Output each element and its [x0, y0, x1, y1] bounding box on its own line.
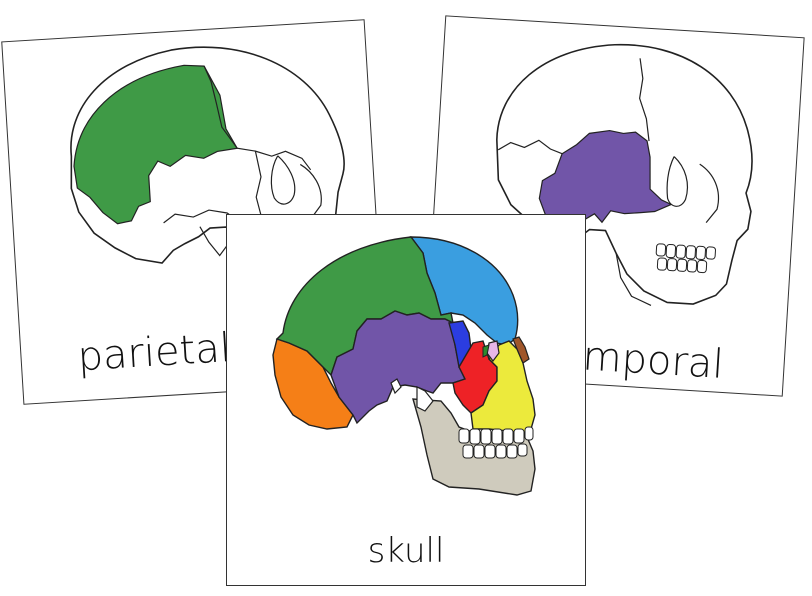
skull-colored-illustration: [272, 236, 536, 496]
skull-parietal-illustration: [70, 46, 345, 264]
upper-teeth: [458, 426, 534, 445]
lower-teeth: [462, 443, 528, 459]
ethmoid-bone: [482, 344, 490, 358]
parietal-card: parietal: [1, 19, 387, 405]
frontal-bone: [409, 236, 519, 346]
skull-card: skull: [226, 214, 586, 586]
card-label-skull: skull: [367, 531, 445, 571]
nasal-bone: [512, 336, 530, 364]
